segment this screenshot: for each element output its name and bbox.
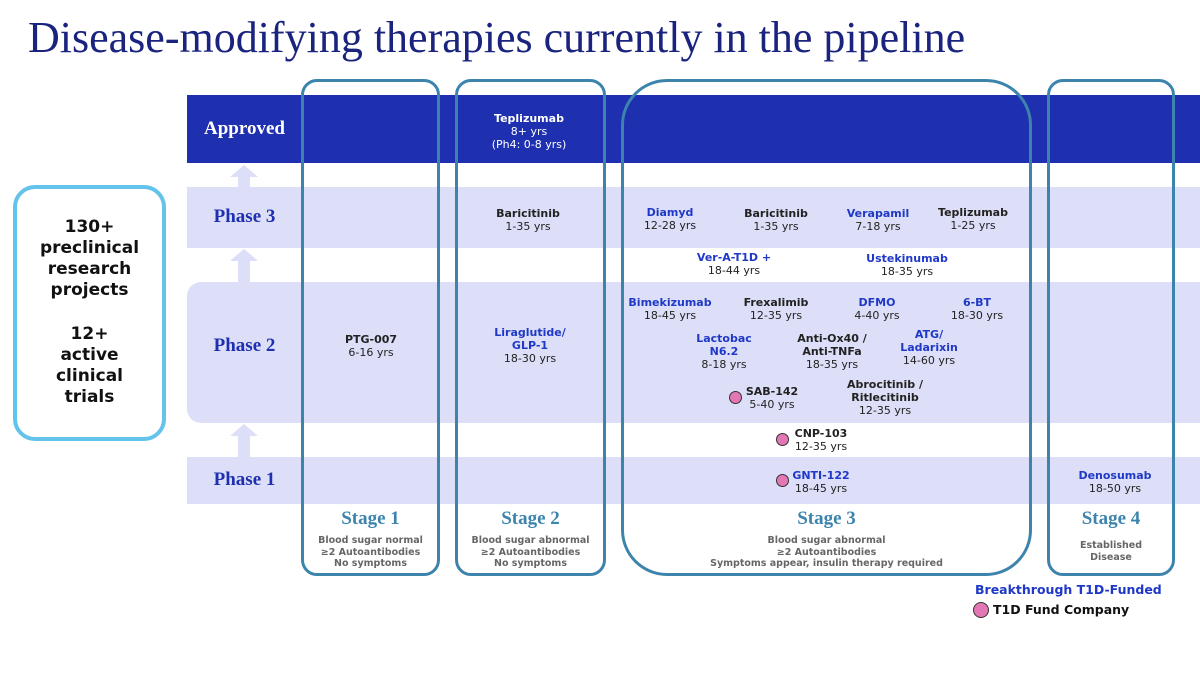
phase-label-phase3: Phase 3 <box>213 206 276 227</box>
phase-label-phase1: Phase 1 <box>213 469 276 490</box>
up-arrow-icon <box>230 249 258 283</box>
clinical-summary: 12+ active clinical trials <box>55 324 124 407</box>
stage-2-title: Stage 2 <box>501 508 560 529</box>
stage-3-box <box>621 79 1032 576</box>
stage-4-box <box>1047 79 1175 576</box>
stage-1-title: Stage 1 <box>341 508 400 529</box>
stage-4-title: Stage 4 <box>1081 508 1141 529</box>
research-summary-box: 130+ preclinical research projects 12+ a… <box>13 185 166 441</box>
stage-2-box <box>455 79 606 576</box>
t1d-fund-company-dot <box>776 474 789 487</box>
up-arrow-icon <box>230 424 258 458</box>
t1d-fund-company-dot <box>776 433 789 446</box>
drug-ver-a-t1d: Ver-A-T1D +18-44 yrs <box>696 251 772 277</box>
t1d-fund-company-dot <box>729 391 742 404</box>
phase-label-approved: Approved <box>204 118 285 139</box>
page-title: Disease-modifying therapies currently in… <box>28 13 966 62</box>
up-arrow-icon <box>230 165 258 199</box>
preclinical-summary: 130+ preclinical research projects <box>39 217 140 300</box>
legend-funded: Breakthrough T1D-Funded <box>975 582 1162 597</box>
stage-3-title: Stage 3 <box>797 508 856 529</box>
stage-1-box <box>301 79 440 576</box>
legend-company-dot <box>973 602 989 618</box>
legend-company: T1D Fund Company <box>993 602 1130 617</box>
phase-label-phase2: Phase 2 <box>213 335 276 356</box>
